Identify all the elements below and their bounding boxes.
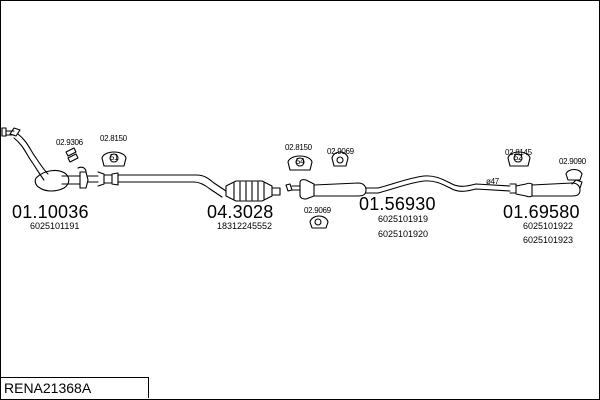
rear-silencer-drawing <box>515 179 583 198</box>
oe-number: 6025101191 <box>30 221 80 231</box>
catalyst-drawing <box>225 180 281 202</box>
accessory-number: 02.9306 <box>56 138 83 147</box>
middle-silencer-drawing <box>285 179 379 200</box>
reference-box <box>1 377 149 398</box>
accessory-number: 02.8145 <box>505 148 532 157</box>
oe-number: 6025101919 <box>378 214 429 224</box>
accessory-number: 02.9069 <box>304 206 331 215</box>
part-number-catalyst: 04.3028 <box>207 202 274 222</box>
oe-number: 6025101922 <box>523 221 574 231</box>
accessory-number: 02.8150 <box>100 134 127 143</box>
diagram-reference-title: RENA21368A <box>4 380 92 396</box>
callout-number-52: 52 <box>514 153 523 162</box>
accessory-number: 02.9090 <box>559 157 586 166</box>
part-number-front-pipe: 01.10036 <box>12 202 89 222</box>
accessory-number: 02.9069 <box>327 147 354 156</box>
part-number-rear-silencer: 01.69580 <box>503 202 580 222</box>
oe-number: 18312245552 <box>217 221 273 231</box>
rear-pipe-drawing <box>377 175 517 194</box>
part-number-middle-silencer: 01.56930 <box>359 194 436 214</box>
accessory-icons <box>65 147 583 229</box>
callout-number-54: 54 <box>296 157 305 166</box>
front-pipe-drawing <box>1 127 105 192</box>
intermediate-pipe-drawing <box>103 172 227 198</box>
pipe-diameter-label: ø47 <box>486 177 499 186</box>
callout-number-51: 51 <box>110 153 119 162</box>
accessory-number: 02.8150 <box>285 143 312 152</box>
oe-number: 6025101923 <box>523 235 574 245</box>
oe-number: 6025101920 <box>378 229 429 239</box>
